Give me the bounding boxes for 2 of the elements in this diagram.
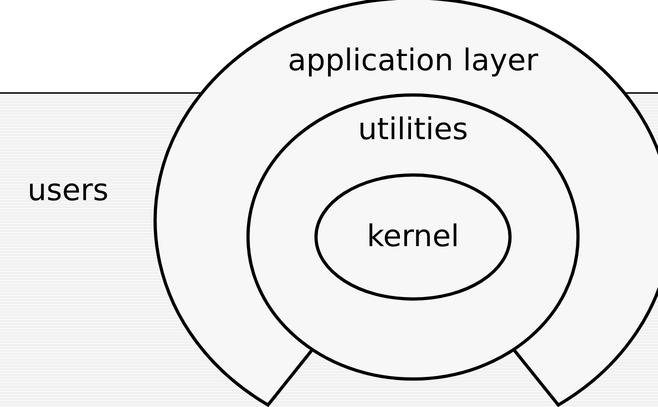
node-label: utilities bbox=[360, 116, 467, 140]
node-label: users bbox=[30, 183, 108, 201]
